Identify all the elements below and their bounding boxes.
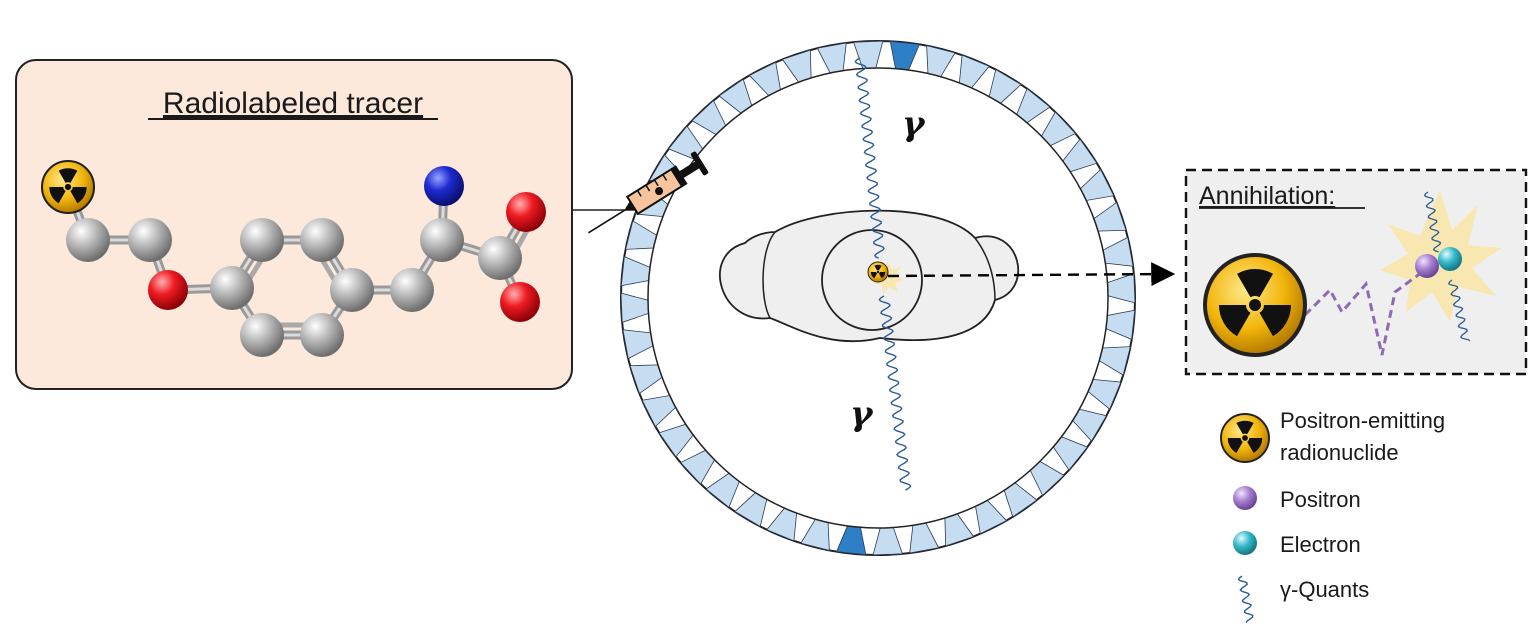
carbon-atom: [128, 218, 172, 262]
carbon-atom: [240, 313, 284, 357]
legend-label-electron: Electron: [1280, 532, 1361, 557]
legend-positron-icon: [1233, 486, 1257, 510]
tracer-box: [15, 59, 573, 390]
oxygen-atom: [506, 192, 546, 232]
gamma-wave-icon: [1447, 279, 1471, 342]
gamma-wave-icon: [1423, 191, 1442, 253]
tracer-title: Radiolabeled tracer: [163, 87, 423, 120]
carbon-atom: [66, 218, 110, 262]
carbon-atom: [330, 268, 374, 312]
gamma-label-top: γ: [902, 104, 926, 144]
tracer-molecule: [40, 159, 546, 357]
positron-particle: [1415, 254, 1439, 278]
annihilation-panel: Annihilation:: [1184, 168, 1528, 376]
legend-label-radionuclide-2: radionuclide: [1280, 440, 1399, 465]
legend-label-gamma: γ-Quants: [1280, 577, 1369, 602]
radionuclide-icon: [1203, 253, 1307, 357]
gamma-wave-bottom: [878, 295, 912, 491]
legend-gamma-wave-icon: [1237, 575, 1254, 624]
syringe-icon: [588, 151, 709, 234]
pet-scanner: γ γ: [588, 40, 1136, 556]
legend-label-positron: Positron: [1280, 487, 1361, 512]
gamma-wave-top: [854, 57, 885, 259]
patient-foot-bulge: [974, 237, 996, 301]
patient-head-bulge: [762, 231, 776, 319]
oxygen-atom: [148, 270, 188, 310]
electron-particle: [1438, 247, 1462, 271]
legend-radionuclide-icon: [1220, 413, 1270, 463]
annihilation-arrow: [887, 262, 1176, 287]
carbon-atom: [420, 218, 464, 262]
legend-electron-icon: [1233, 531, 1257, 555]
annihilation-title: Annihilation:: [1199, 182, 1335, 210]
carbon-atom: [210, 266, 254, 310]
legend: Positron-emitting radionuclide Positron …: [1220, 408, 1445, 624]
radionuclide-icon: [867, 261, 889, 283]
radionuclide-icon: [40, 159, 96, 215]
legend-label-radionuclide-1: Positron-emitting: [1280, 408, 1445, 433]
positron-path: [1303, 268, 1426, 356]
tracer-panel: Radiolabeled tracer: [15, 59, 573, 390]
annihilation-burst-small: [874, 262, 904, 294]
nitrogen-atom: [424, 166, 464, 206]
carbon-atom: [478, 236, 522, 280]
carbon-atom: [300, 218, 344, 262]
carbon-atom: [300, 313, 344, 357]
carbon-atom: [390, 268, 434, 312]
gamma-label-bottom: γ: [850, 394, 874, 434]
carbon-atom: [240, 218, 284, 262]
oxygen-atom: [500, 282, 540, 322]
